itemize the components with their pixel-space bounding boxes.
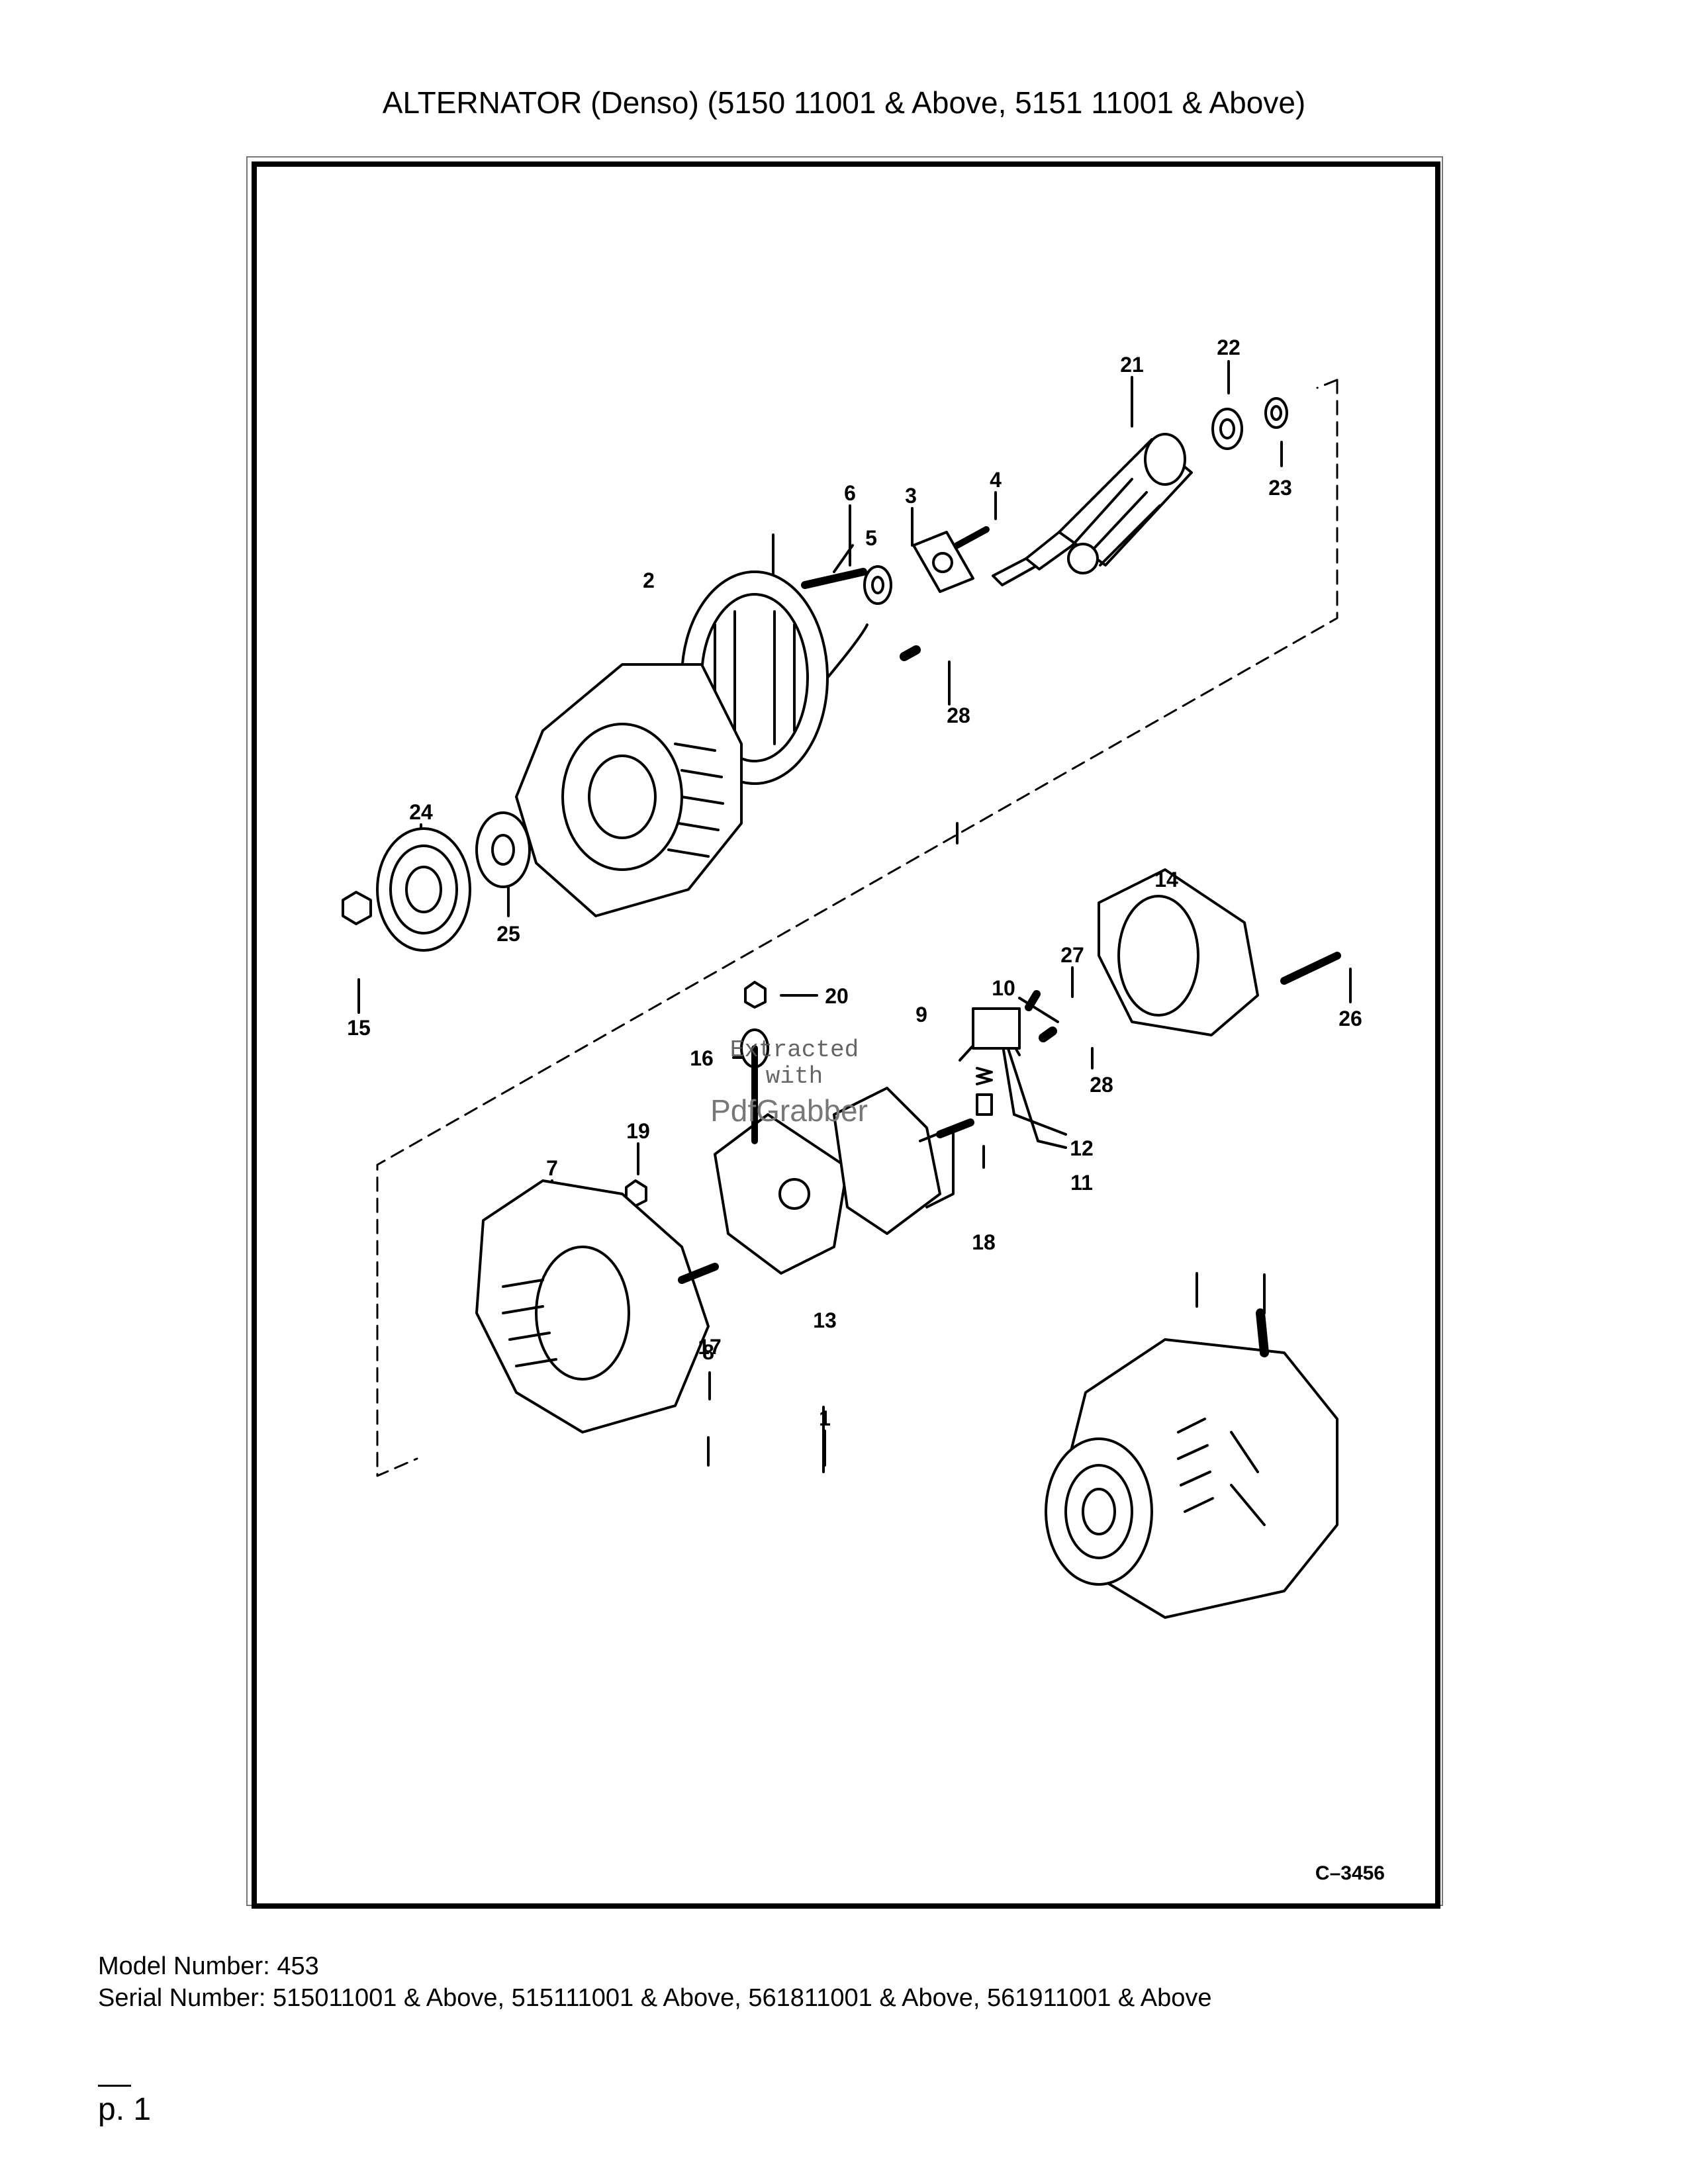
cover-part-23 xyxy=(1264,397,1288,429)
screw-part-27 xyxy=(1025,990,1041,1011)
callout-18: 18 xyxy=(972,1230,996,1254)
callout-8: 8 xyxy=(702,1340,714,1364)
callout-22: 22 xyxy=(1217,336,1241,359)
screw-part-4 xyxy=(954,526,990,549)
drive-end-frame xyxy=(515,663,743,917)
plate-part-3 xyxy=(912,531,974,593)
screw-part-17 xyxy=(678,1263,719,1284)
footer-rule xyxy=(98,2085,131,2087)
callout-3: 3 xyxy=(905,484,917,508)
spacer-part-25 xyxy=(475,811,531,888)
bolt-part-28-lower xyxy=(1039,1026,1057,1042)
pulley-part-24 xyxy=(376,827,471,952)
callout-24: 24 xyxy=(409,800,433,824)
callout-17: 17 xyxy=(698,1335,722,1359)
callout-19: 19 xyxy=(626,1119,650,1143)
rotor-part-21 xyxy=(992,433,1193,586)
callout-7: 7 xyxy=(546,1156,558,1180)
callout-2: 2 xyxy=(643,569,655,592)
screw-part-18 xyxy=(936,1118,974,1138)
bearing-part-22 xyxy=(1211,408,1243,450)
nut-part-15 xyxy=(342,891,372,925)
model-number: Model Number: 453 xyxy=(98,1952,319,1980)
callout-21: 21 xyxy=(1120,353,1144,377)
callout-26: 26 xyxy=(1338,1007,1362,1030)
figure-border xyxy=(252,161,1440,1909)
callout-10: 10 xyxy=(992,976,1015,1000)
callout-25: 25 xyxy=(496,922,520,946)
alternator-exploded-diagram: 21 22 23 4 3 6 5 2 28 24 25 15 14 27 10 … xyxy=(342,336,1385,1884)
callout-11: 11 xyxy=(1070,1171,1093,1195)
callout-9: 9 xyxy=(915,1003,927,1026)
alternator-assembly-part-1 xyxy=(1045,1308,1338,1619)
rear-cover-part-14 xyxy=(1098,868,1259,1036)
callout-5: 5 xyxy=(865,526,877,550)
bolt-part-28-upper xyxy=(900,645,921,661)
figure-code: C–3456 xyxy=(1315,1862,1385,1884)
rectifier-part-8 xyxy=(714,1045,849,1275)
callout-12: 12 xyxy=(1070,1136,1094,1160)
assembly-dashed-boundary xyxy=(376,379,1338,1477)
rear-frame-part-7 xyxy=(475,1179,710,1433)
stud-part-6 xyxy=(801,568,867,589)
page-number: p. 1 xyxy=(98,2092,152,2127)
watermark-brand: PdfGrabber xyxy=(710,1093,868,1128)
callout-15: 15 xyxy=(347,1016,371,1040)
brush-part-11 xyxy=(976,1093,993,1116)
callout-4: 4 xyxy=(990,468,1002,492)
callout-1: 1 xyxy=(819,1406,831,1430)
bolt-part-26 xyxy=(1280,952,1341,985)
serial-number: Serial Number: 515011001 & Above, 515111… xyxy=(98,1984,1212,2012)
spring-part-12 xyxy=(976,1067,993,1085)
brush-holder-part-9 xyxy=(972,1007,1021,1050)
bearing-part-5 xyxy=(863,565,892,605)
watermark-line-2: with xyxy=(766,1063,823,1090)
watermark-line-1: Extracted xyxy=(730,1036,859,1064)
callout-27: 27 xyxy=(1060,943,1084,967)
callout-23: 23 xyxy=(1268,476,1292,500)
nut-part-20 xyxy=(744,981,767,1009)
callout-28-upper: 28 xyxy=(947,704,970,727)
callout-14: 14 xyxy=(1154,868,1178,891)
page-title: ALTERNATOR (Denso) (5150 11001 & Above, … xyxy=(382,85,1306,120)
callout-20: 20 xyxy=(825,984,849,1008)
callout-6: 6 xyxy=(844,481,856,505)
callout-28-lower: 28 xyxy=(1090,1073,1113,1097)
callout-13: 13 xyxy=(813,1308,837,1332)
callout-16: 16 xyxy=(690,1046,714,1070)
